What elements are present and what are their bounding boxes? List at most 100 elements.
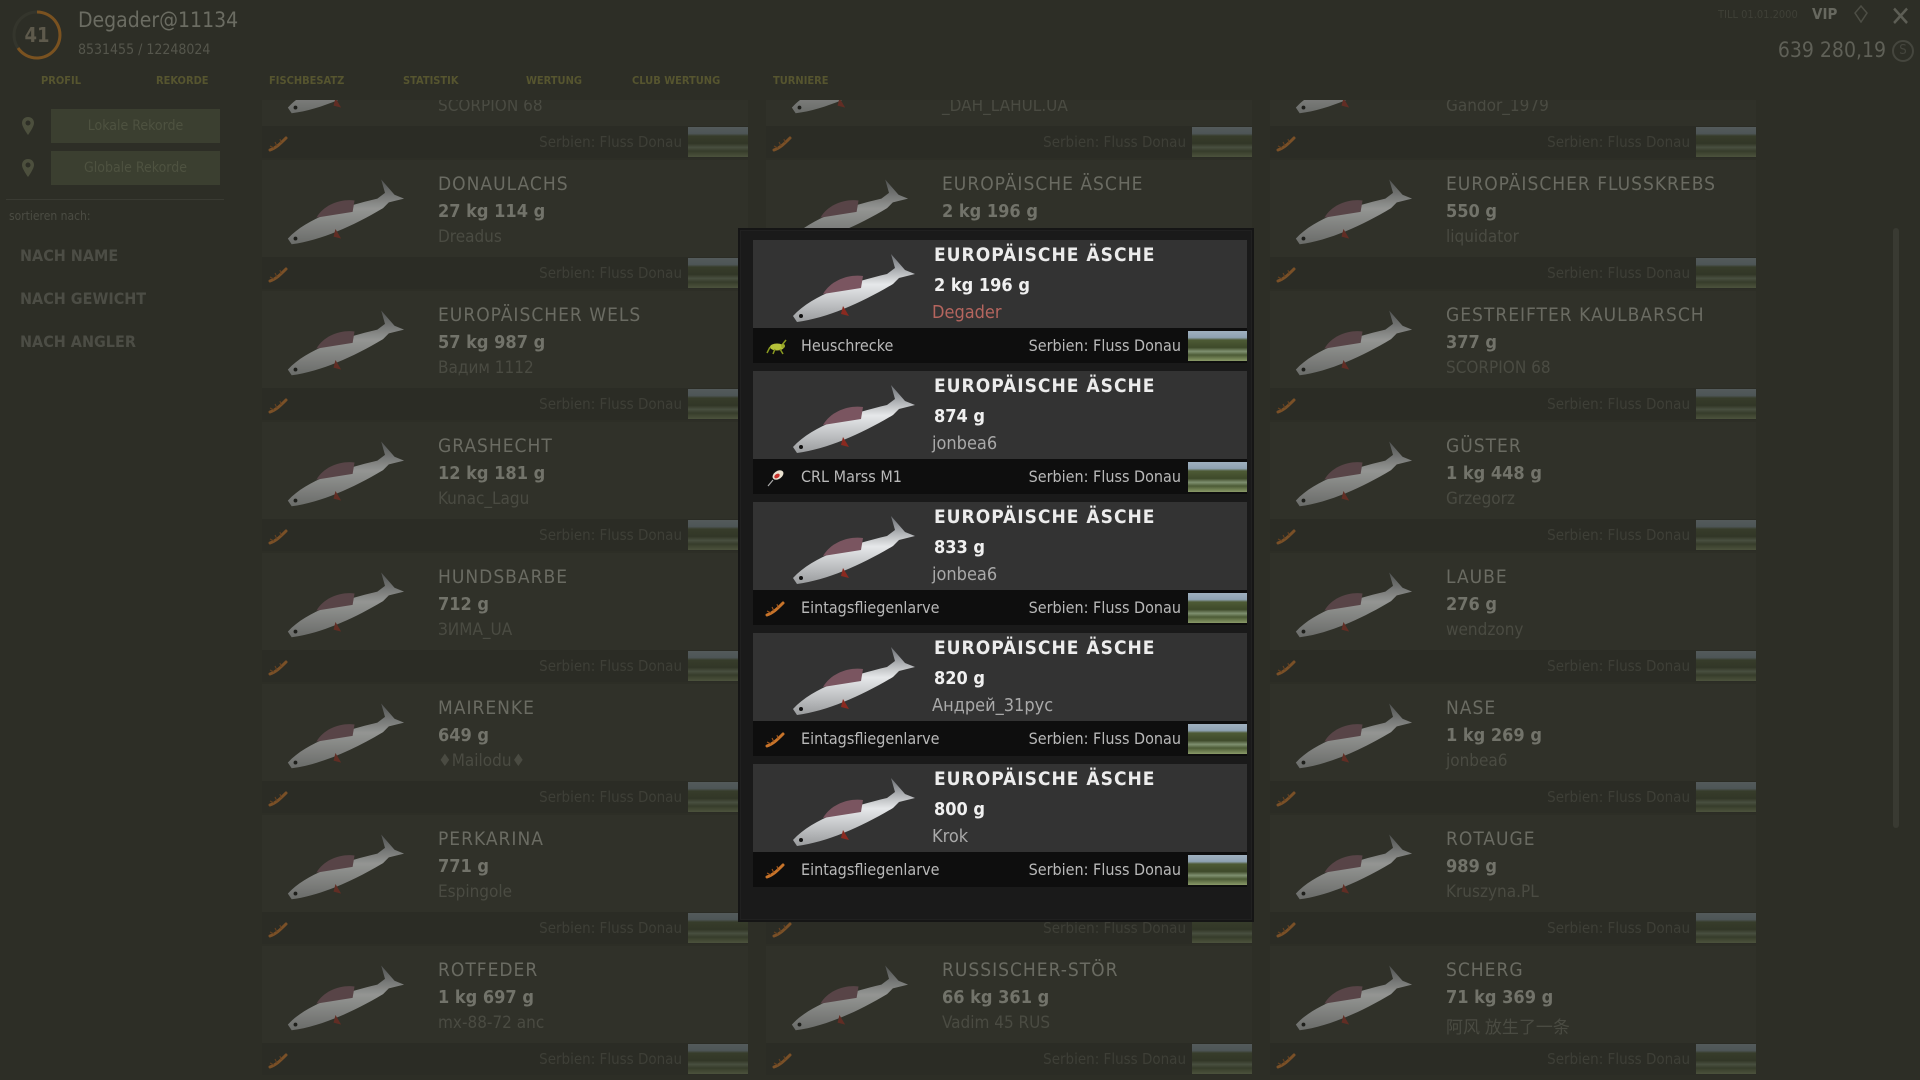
larva-icon [765, 598, 787, 618]
fish-image [270, 825, 420, 905]
larva-icon [765, 729, 787, 749]
fish-image [1278, 100, 1428, 119]
fish-image [270, 956, 420, 1036]
location-label: Serbien: Fluss Donau [539, 264, 682, 282]
angler-name: Espingole [438, 882, 513, 902]
fish-image [783, 506, 923, 590]
bait-icon [1276, 264, 1296, 283]
location-label: Serbien: Fluss Donau [539, 526, 682, 544]
record-footer: Serbien: Fluss Donau [1270, 912, 1756, 944]
location-label: Serbien: Fluss Donau [1547, 788, 1690, 806]
location-label: Serbien: Fluss Donau [1028, 336, 1181, 355]
sort-by-angler[interactable]: NACH ANGLER [20, 332, 136, 351]
fish-image [774, 956, 924, 1036]
angler-name: SCORPION 68 [438, 100, 543, 116]
tab-turniere[interactable]: TURNIERE [773, 74, 829, 87]
fish-image [1278, 432, 1428, 512]
location-label: Serbien: Fluss Donau [1043, 133, 1186, 151]
record-weight: 2 kg 196 g [942, 201, 1038, 222]
fish-name: EUROPÄISCHE ÄSCHE [942, 173, 1144, 195]
larva-icon [765, 860, 787, 880]
angler-name: Vadim 45 RUS [942, 1013, 1051, 1033]
record-weight: 989 g [1446, 856, 1498, 877]
sort-label: sortieren nach: [9, 209, 91, 223]
bait-name: Eintagsfliegenlarve [801, 598, 940, 617]
fish-image [1278, 825, 1428, 905]
location-label: Serbien: Fluss Donau [539, 395, 682, 413]
angler-name: Kruszyna.PL [1446, 882, 1539, 902]
record-card[interactable]: ROTAUGE 989 g Kruszyna.PL Serbien: Fluss Do… [1270, 815, 1756, 944]
tab-wertung[interactable]: WERTUNG [526, 74, 582, 87]
tab-fischbesatz[interactable]: FISCHBESATZ [269, 74, 345, 87]
local-records-button[interactable]: Lokale Rekorde [51, 109, 220, 143]
location-thumbnail [1188, 331, 1247, 361]
record-footer: Serbien: Fluss Donau [766, 126, 1252, 158]
global-records-button[interactable]: Globale Rekorde [51, 151, 220, 185]
fish-image [1278, 694, 1428, 774]
sort-by-name[interactable]: NACH NAME [20, 246, 119, 265]
sidebar-divider [6, 199, 224, 200]
vip-label[interactable]: VIP [1812, 5, 1838, 23]
location-label: Serbien: Fluss Donau [1547, 133, 1690, 151]
fish-image [270, 100, 420, 119]
fish-image [1278, 170, 1428, 250]
tab-rekorde[interactable]: REKORDE [156, 74, 209, 87]
record-footer: Serbien: Fluss Donau [262, 781, 748, 813]
bait-icon [772, 133, 792, 152]
angler-name: SCORPION 68 [1446, 358, 1551, 378]
fish-image [270, 170, 420, 250]
angler-name: liquidator [1446, 227, 1519, 247]
tab-profil[interactable]: PROFIL [41, 74, 82, 87]
bait-icon [772, 919, 792, 938]
angler-name: Degader [932, 302, 1002, 323]
location-label: Serbien: Fluss Donau [539, 657, 682, 675]
record-weight: 27 kg 114 g [438, 201, 546, 222]
location-thumbnail [688, 127, 748, 157]
record-footer: Serbien: Fluss Donau [1270, 388, 1756, 420]
angler-name: Dreadus [438, 227, 502, 247]
location-thumbnail [688, 520, 748, 550]
tab-club-wertung[interactable]: CLUB WERTUNG [632, 74, 721, 87]
bait-name: CRL Marss M1 [801, 467, 902, 486]
main-tabs: PROFIL REKORDE FISCHBESATZ STATISTIK WER… [0, 74, 900, 94]
tab-statistik[interactable]: STATISTIK [403, 74, 459, 87]
record-footer: Serbien: Fluss Donau [262, 388, 748, 420]
bait-icon [268, 788, 288, 807]
fish-name: LAUBE [1446, 566, 1508, 588]
fish-image [270, 694, 420, 774]
location-thumbnail [1188, 855, 1247, 885]
record-footer: Serbien: Fluss Donau [262, 519, 748, 551]
fish-name: ROTAUGE [1446, 828, 1536, 850]
record-footer: Serbien: Fluss Donau [1270, 781, 1756, 813]
scrollbar[interactable] [1893, 228, 1899, 828]
angler-name: 阿风 放生了一条 [1446, 1018, 1570, 1038]
record-weight: 377 g [1446, 332, 1498, 353]
sort-by-weight[interactable]: NACH GEWICHT [20, 289, 147, 308]
location-label: Serbien: Fluss Donau [1043, 1050, 1186, 1068]
close-icon[interactable]: ✕ [1890, 0, 1912, 33]
